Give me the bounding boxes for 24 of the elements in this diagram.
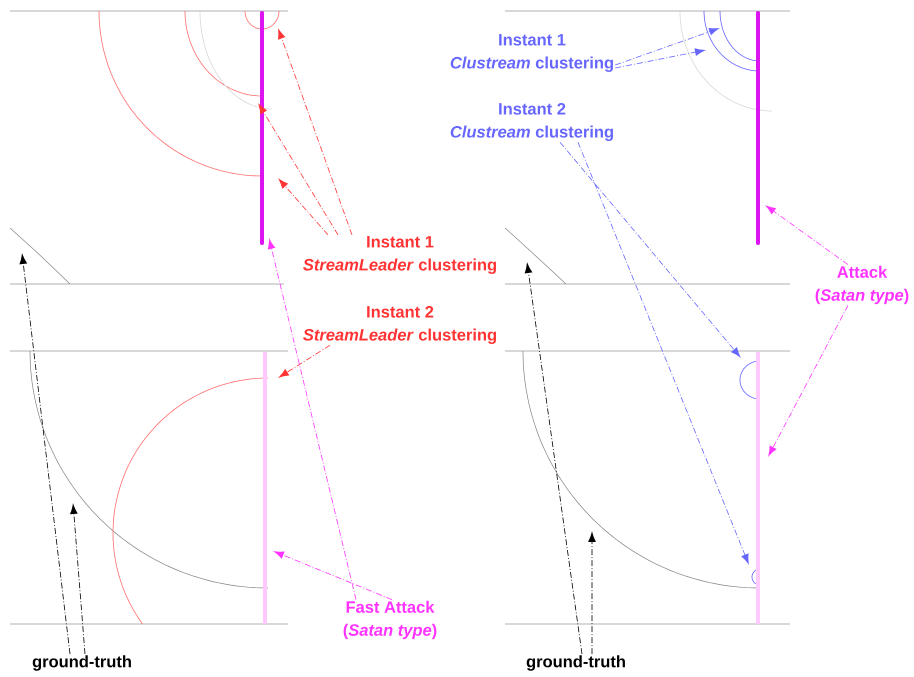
leader-line xyxy=(268,239,356,600)
node-label: Instant 1 StreamLeader clustering xyxy=(303,236,496,274)
leader-line xyxy=(766,206,848,265)
leader-line xyxy=(524,263,582,654)
leader-line xyxy=(578,142,749,564)
leader-line xyxy=(560,142,740,358)
leader-line xyxy=(274,551,392,600)
node-label: Attack (Satan type) xyxy=(816,266,908,304)
leader-line xyxy=(278,178,328,236)
leader-line xyxy=(279,344,330,378)
leader-line xyxy=(614,28,719,66)
node-label: Fast Attack (Satan type) xyxy=(344,600,436,640)
leader-line xyxy=(258,104,338,236)
leader-line xyxy=(768,305,848,456)
leader-line xyxy=(278,29,352,236)
node-label: Instant 2 StreamLeader clustering xyxy=(303,306,496,344)
leader-line xyxy=(588,532,596,654)
leader-line xyxy=(20,254,70,654)
leader-line xyxy=(70,504,86,654)
node-label: Instant 1 Clustream clustering xyxy=(450,34,613,72)
node-label: ground-truth xyxy=(32,655,131,671)
node-label: Instant 2 Clustream clustering xyxy=(450,102,613,141)
leader-line xyxy=(614,48,705,68)
node-label: ground-truth xyxy=(526,655,625,671)
